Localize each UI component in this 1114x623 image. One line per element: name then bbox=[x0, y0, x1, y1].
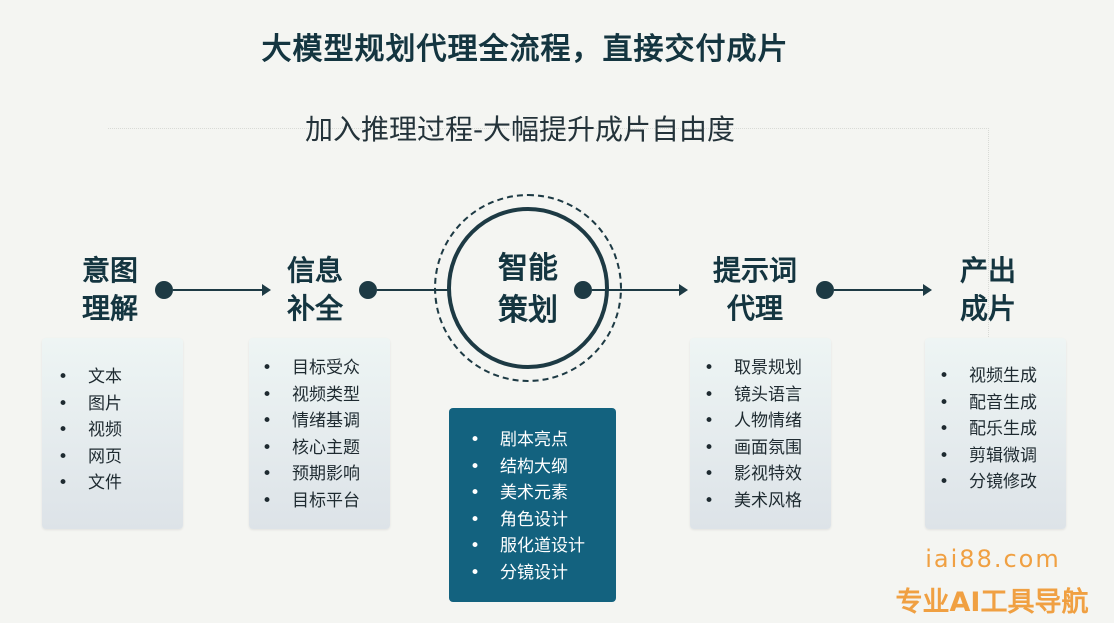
flow-arrow bbox=[173, 284, 271, 296]
list-item: 网页 bbox=[58, 444, 183, 471]
stage-label-line2: 策划 bbox=[498, 293, 558, 328]
flow-dot bbox=[359, 281, 377, 299]
center-dashed-ring bbox=[434, 194, 622, 382]
page-title: 大模型规划代理全流程，直接交付成片 bbox=[261, 32, 789, 67]
card-planning-outputs: 剧本亮点 结构大纲 美术元素 角色设计 服化道设计 分镜设计 bbox=[449, 408, 616, 602]
list-item: 核心主题 bbox=[262, 435, 390, 462]
flow-dot bbox=[155, 281, 173, 299]
list-item: 配音生成 bbox=[939, 390, 1066, 417]
page-subtitle: 加入推理过程-大幅提升成片自由度 bbox=[304, 113, 736, 146]
stage-label-line2: 补全 bbox=[286, 292, 343, 325]
list-item: 服化道设计 bbox=[470, 533, 616, 560]
list-item: 文本 bbox=[58, 364, 183, 391]
list-item: 影视特效 bbox=[704, 461, 831, 488]
list-item: 剧本亮点 bbox=[470, 427, 616, 454]
list-item: 人物情绪 bbox=[704, 408, 831, 435]
watermark-domain: iai88.com bbox=[925, 545, 1061, 573]
list-item: 画面氛围 bbox=[704, 435, 831, 462]
list-item: 情绪基调 bbox=[262, 408, 390, 435]
list-item: 目标平台 bbox=[262, 488, 390, 515]
stage-label-line2: 成片 bbox=[959, 292, 1016, 325]
stage-label-line1: 提示词 bbox=[712, 254, 797, 287]
card-prompt-fields: 取景规划 镜头语言 人物情绪 画面氛围 影视特效 美术风格 bbox=[690, 338, 831, 529]
list-item: 分镜修改 bbox=[939, 469, 1066, 496]
flow-arrow bbox=[834, 284, 932, 296]
dotted-frame bbox=[108, 128, 989, 349]
stage-label-line1: 意图 bbox=[81, 254, 138, 287]
list-item: 目标受众 bbox=[262, 355, 390, 382]
list-item: 美术风格 bbox=[704, 488, 831, 515]
list-item: 剪辑微调 bbox=[939, 443, 1066, 470]
stage-label-line1: 信息 bbox=[286, 254, 343, 287]
stage-prompt-agent: 提示词 代理 bbox=[690, 252, 820, 328]
stage-label-line1: 智能 bbox=[498, 251, 558, 286]
stage-label-line2: 代理 bbox=[726, 292, 783, 325]
card-intent-inputs: 文本 图片 视频 网页 文件 bbox=[42, 338, 183, 529]
stage-intent-understanding: 意图 理解 bbox=[60, 252, 160, 328]
stage-smart-planning: 智能 策划 bbox=[447, 248, 609, 332]
list-item: 角色设计 bbox=[470, 507, 616, 534]
list-item: 文件 bbox=[58, 470, 183, 497]
flow-dot bbox=[574, 281, 592, 299]
card-info-fields: 目标受众 视频类型 情绪基调 核心主题 预期影响 目标平台 bbox=[249, 338, 390, 529]
list-item: 配乐生成 bbox=[939, 416, 1066, 443]
list-item: 取景规划 bbox=[704, 355, 831, 382]
flow-arrow bbox=[592, 284, 688, 296]
watermark-tagline: 专业AI工具导航 bbox=[895, 587, 1089, 618]
card-final-outputs: 视频生成 配音生成 配乐生成 剪辑微调 分镜修改 bbox=[925, 338, 1066, 529]
list-item: 镜头语言 bbox=[704, 382, 831, 409]
stage-info-completion: 信息 补全 bbox=[265, 252, 365, 328]
stage-label-line1: 产出 bbox=[959, 254, 1016, 287]
list-item: 图片 bbox=[58, 391, 183, 418]
list-item: 视频生成 bbox=[939, 363, 1066, 390]
stage-final-video: 产出 成片 bbox=[938, 252, 1038, 328]
list-item: 预期影响 bbox=[262, 461, 390, 488]
list-item: 分镜设计 bbox=[470, 560, 616, 587]
stage-label-line2: 理解 bbox=[81, 292, 138, 325]
list-item: 美术元素 bbox=[470, 480, 616, 507]
list-item: 结构大纲 bbox=[470, 454, 616, 481]
list-item: 视频 bbox=[58, 417, 183, 444]
flow-dot bbox=[816, 281, 834, 299]
list-item: 视频类型 bbox=[262, 382, 390, 409]
